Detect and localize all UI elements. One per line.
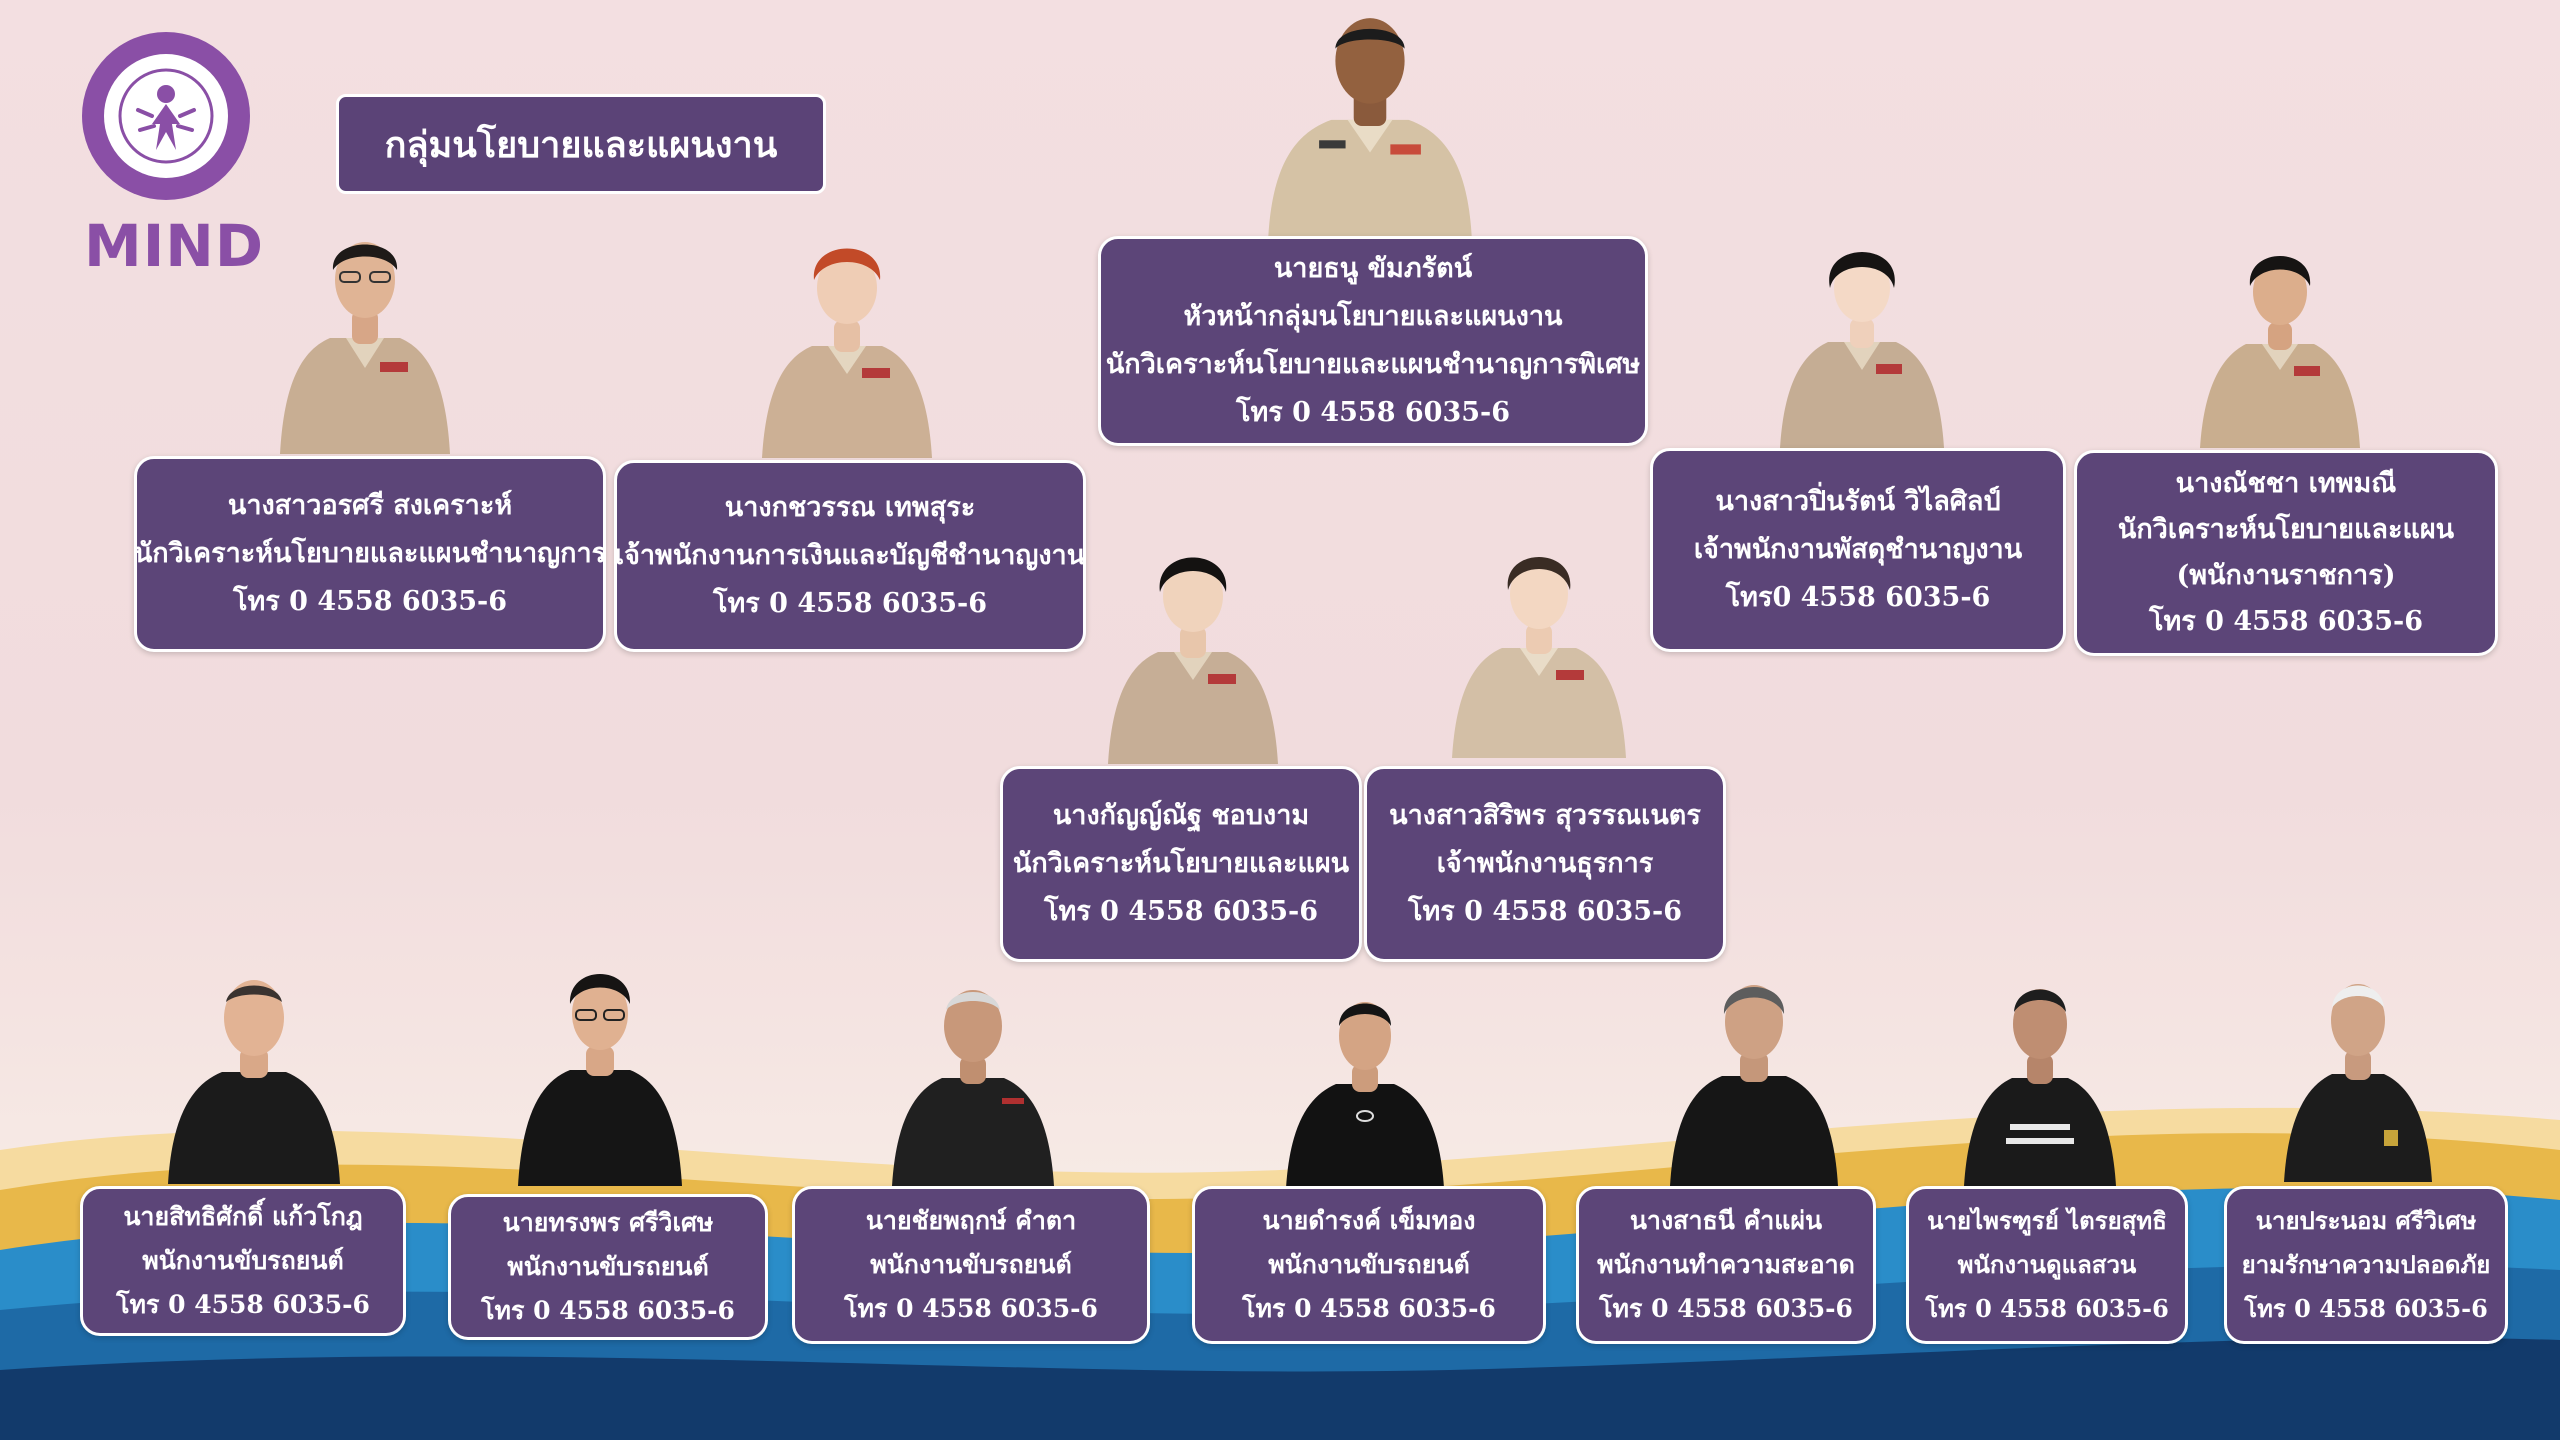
person-phone: โทร 0 4558 6035-6 (232, 586, 508, 617)
person-name: นางกชวรรณ เทพสุระ (724, 492, 976, 523)
person-position: เจ้าพนักงานพัสดุชำนาญงาน (1693, 534, 2023, 565)
person-position: นักวิเคราะห์นโยบายและแผน (2117, 514, 2455, 545)
person-phone: โทร 0 4558 6035-6 (844, 1294, 1098, 1323)
person-phone: โทร 0 4558 6035-6 (1242, 1294, 1496, 1323)
person-card: นายดำรงค์ เข็มทอง พนักงานขับรถยนต์ โทร 0… (1192, 1186, 1546, 1344)
person-card: นางกัญญ์ณัฐ ชอบงาม นักวิเคราะห์นโยบายและ… (1000, 766, 1362, 962)
person-card: นางสาธนี คำแผ่น พนักงานทำความสะอาด โทร 0… (1576, 1186, 1876, 1344)
person-position: (พนักงานราชการ) (2176, 560, 2396, 591)
person-card: นางณัชชา เทพมณี นักวิเคราะห์นโยบายและแผน… (2074, 450, 2498, 656)
person-position: เจ้าพนักงานการเงินและบัญชีชำนาญงาน (614, 540, 1086, 571)
avatar (892, 990, 1054, 1186)
person-phone: โทร 0 4558 6035-6 (1925, 1294, 2169, 1323)
person-name: นายชัยพฤกษ์ คำตา (865, 1206, 1077, 1235)
logo-text: MIND (84, 212, 264, 280)
person-phone: โทร 0 4558 6035-6 (712, 588, 988, 619)
deity-emblem-icon (118, 68, 214, 164)
avatar (518, 974, 682, 1186)
person-position: หัวหน้ากลุ่มนโยบายและแผนงาน (1183, 301, 1563, 332)
person-name: นายธนู ขัมภรัตน์ (1273, 253, 1473, 284)
person-card-head: นายธนู ขัมภรัตน์ หัวหน้ากลุ่มนโยบายและแผ… (1098, 236, 1648, 446)
ministry-logo: MIND (80, 30, 263, 280)
avatar (1286, 1002, 1444, 1188)
person-phone: โทร 0 4558 6035-6 (481, 1296, 735, 1325)
person-phone: โทร 0 4558 6035-6 (1599, 1294, 1853, 1323)
person-position: นักวิเคราะห์นโยบายและแผนชำนาญการ (133, 538, 607, 569)
person-phone: โทร 0 4558 6035-6 (116, 1290, 370, 1319)
person-card: นายสิทธิศักดิ์ แก้วโกฎ พนักงานขับรถยนต์ … (80, 1186, 406, 1336)
person-phone: โทร 0 4558 6035-6 (1407, 896, 1683, 927)
person-card: นางสาวสิริพร สุวรรณเนตร เจ้าพนักงานธุรกา… (1364, 766, 1726, 962)
person-position: พนักงานขับรถยนต์ (1268, 1250, 1470, 1279)
avatar (2284, 984, 2432, 1182)
person-name: นางกัญญ์ณัฐ ชอบงาม (1052, 800, 1310, 831)
person-card: นางสาวอรศรี สงเคราะห์ นักวิเคราะห์นโยบาย… (134, 456, 606, 652)
person-card: นางสาวปิ่นรัตน์ วิไลศิลป์ เจ้าพนักงานพัส… (1650, 448, 2066, 652)
person-phone: โทร 0 4558 6035-6 (1235, 397, 1511, 428)
person-card: นายชัยพฤกษ์ คำตา พนักงานขับรถยนต์ โทร 0 … (792, 1186, 1150, 1344)
person-position: ยามรักษาความปลอดภัย (2241, 1250, 2491, 1279)
avatar (1108, 557, 1278, 764)
person-name: นายไพรฑูรย์ ไตรยสุทธิ (1927, 1206, 2167, 1235)
person-name: นายประนอม ศรีวิเศษ (2255, 1206, 2477, 1235)
person-name: นางสาวปิ่นรัตน์ วิไลศิลป์ (1715, 486, 2001, 517)
person-position: พนักงานขับรถยนต์ (870, 1250, 1072, 1279)
person-name: นางสาวสิริพร สุวรรณเนตร (1389, 800, 1701, 831)
person-name: นางสาธนี คำแผ่น (1629, 1206, 1823, 1235)
person-position: นักวิเคราะห์นโยบายและแผนชำนาญการพิเศษ (1105, 349, 1641, 380)
logo-emblem (82, 32, 250, 200)
person-position: พนักงานขับรถยนต์ (142, 1246, 344, 1275)
avatar (280, 242, 450, 454)
person-position: พนักงานทำความสะอาด (1597, 1250, 1855, 1279)
person-card: นายประนอม ศรีวิเศษ ยามรักษาความปลอดภัย โ… (2224, 1186, 2508, 1344)
person-position: เจ้าพนักงานธุรการ (1436, 848, 1654, 879)
avatar (2200, 256, 2360, 448)
avatar (1670, 985, 1838, 1186)
person-card: นายไพรฑูรย์ ไตรยสุทธิ พนักงานดูแลสวน โทร… (1906, 1186, 2188, 1344)
person-card: นายทรงพร ศรีวิเศษ พนักงานขับรถยนต์ โทร 0… (448, 1194, 768, 1340)
avatar (1452, 557, 1626, 758)
avatar (1780, 252, 1944, 448)
person-name: นายดำรงค์ เข็มทอง (1262, 1206, 1476, 1235)
page-title: กลุ่มนโยบายและแผนงาน (336, 94, 826, 194)
person-card: นางกชวรรณ เทพสุระ เจ้าพนักงานการเงินและบ… (614, 460, 1086, 652)
avatar (1268, 18, 1472, 238)
person-name: นายสิทธิศักดิ์ แก้วโกฎ (123, 1202, 363, 1231)
person-position: นักวิเคราะห์นโยบายและแผน (1012, 848, 1350, 879)
person-name: นายทรงพร ศรีวิเศษ (502, 1208, 714, 1237)
avatar (168, 980, 340, 1184)
person-position: พนักงานขับรถยนต์ (507, 1252, 709, 1281)
avatar (762, 248, 932, 458)
avatar (1964, 989, 2116, 1186)
person-phone: โทร 0 4558 6035-6 (2244, 1294, 2488, 1323)
person-name: นางสาวอรศรี สงเคราะห์ (227, 490, 513, 521)
person-phone: โทร 0 4558 6035-6 (1043, 896, 1319, 927)
person-phone: โทร 0 4558 6035-6 (2148, 606, 2424, 637)
person-position: พนักงานดูแลสวน (1957, 1250, 2137, 1279)
person-name: นางณัชชา เทพมณี (2175, 468, 2397, 499)
person-phone: โทร0 4558 6035-6 (1725, 582, 1991, 613)
